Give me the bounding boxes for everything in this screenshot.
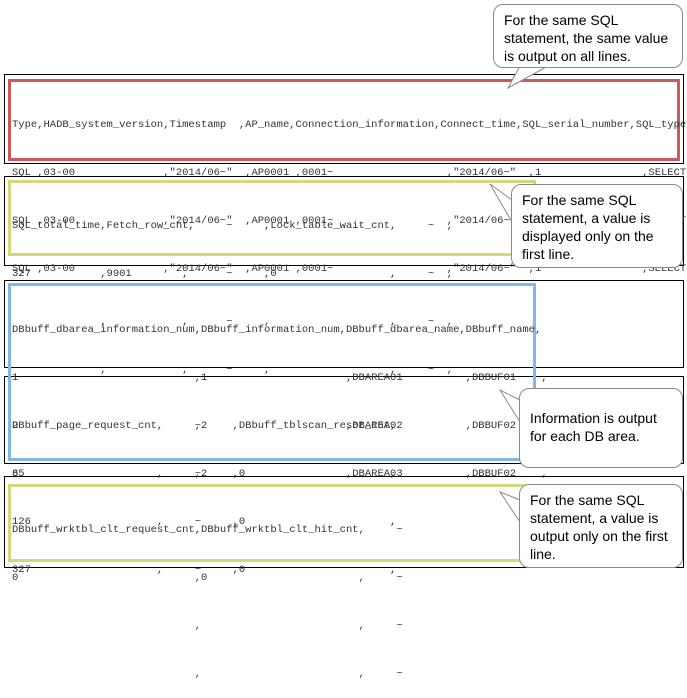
code-line: Type,HADB_system_version,Timestamp ,AP_n… (12, 119, 687, 131)
callout-each-db-area: Information is output for each DB area. (519, 388, 683, 468)
code-line: , , ~ , , ~ , (12, 316, 454, 328)
section3-code: DBbuff_dbarea_information_num,DBbuff_inf… (12, 290, 548, 498)
section1-code: Type,HADB_system_version,Timestamp ,AP_n… (12, 85, 687, 293)
code-line: SQL ,03-00 ,"2014/06~" ,AP0001 ,0001~ ,"… (12, 167, 687, 179)
code-line: DBbuff_dbarea_information_num,DBbuff_inf… (12, 324, 542, 336)
section2-code: SQL_total_time,Fetch_row_cnt, ~ ,Lock_ta… (12, 186, 453, 394)
code-line: SQL ,03-00 ,"2014/06~" ,AP0001 ,0001~ ,"… (12, 263, 687, 275)
section4-code: DBbuff_page_request_cnt, ~ ,DBbuff_tblsc… (12, 386, 396, 594)
code-line: DBbuff_page_request_cnt, ~ ,DBbuff_tblsc… (12, 420, 397, 432)
callout-value-first-line-output: For the same SQL statement, a value is o… (519, 484, 683, 568)
code-line: 1 ,1 ,DBAREA01 ,DBBUF01 , (12, 372, 548, 384)
section1-highlight (8, 79, 680, 161)
db-area-highlight (8, 283, 536, 461)
code-line: , , ~ (12, 668, 403, 680)
code-line: DBbuff_wrktbl_clt_request_cnt,DBbuff_wrk… (12, 524, 403, 536)
section3-frame (4, 280, 684, 368)
callout-same-value-all-lines: For the same SQL statement, the same val… (493, 4, 683, 68)
code-line: 2 ,2 ,DBAREA02 ,DBBUF02 , (12, 420, 548, 432)
code-line: 65 , ~ ,0 , (12, 468, 397, 480)
callout-value-first-line-displayed: For the same SQL statement, a value is d… (511, 184, 683, 268)
code-line: , , ~ (12, 620, 403, 632)
code-line: SQL_total_time,Fetch_row_cnt, ~ ,Lock_ta… (12, 220, 454, 232)
code-line: , , ~ , , ~ , (12, 364, 454, 376)
section1-frame (4, 74, 684, 164)
code-line: 3 ,2 ,DBAREA03 ,DBBUF02 , (12, 468, 548, 480)
code-line: 126 , ~ ,0 , (12, 516, 397, 528)
code-line: 327 ,9901 , ~ ,0 , ~ , (12, 268, 454, 280)
